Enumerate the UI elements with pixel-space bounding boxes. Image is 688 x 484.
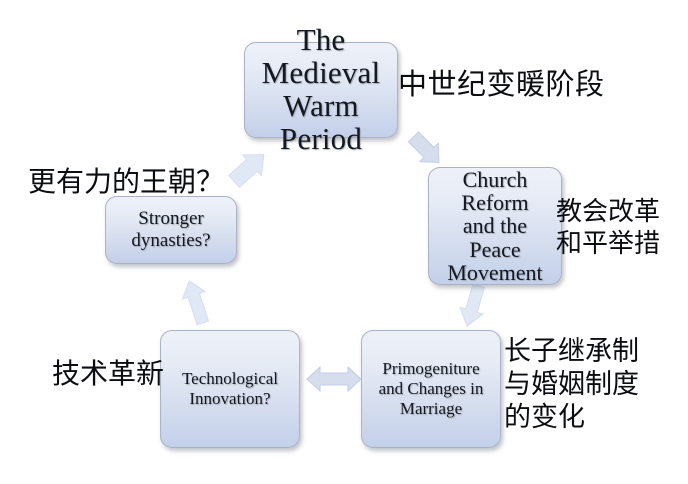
arrow-technological-to-stronger (176, 276, 218, 332)
arrow-top-to-church (389, 131, 459, 194)
arrow-church-to-primogeniture (455, 283, 495, 341)
arrow-primogeniture-to-technological (304, 362, 364, 396)
node-church-reform[interactable]: Church Reform and the Peace Movement (428, 167, 562, 285)
annotation-church-reform-cn: 教会改革 和平举措 (556, 196, 661, 258)
node-primogeniture-label: Primogeniture and Changes in Marriage (378, 358, 484, 419)
node-stronger-dynasties[interactable]: Stronger dynasties? (105, 196, 237, 264)
node-church-reform-label: Church Reform and the Peace Movement (447, 166, 543, 285)
node-primogeniture[interactable]: Primogeniture and Changes in Marriage (361, 330, 501, 448)
arrow-stronger-to-top (223, 140, 281, 198)
node-medieval-warm-period[interactable]: The Medieval Warm Period (244, 23, 398, 155)
annotation-medieval-warm-period-cn: 中世纪变暖阶段 (398, 69, 605, 101)
node-medieval-warm-period-label: The Medieval Warm Period (261, 22, 381, 156)
node-technological-innovation-label: Technological Innovation? (181, 368, 279, 408)
annotation-technological-innovation-cn: 技术革新 (52, 358, 165, 389)
node-stronger-dynasties-label: Stronger dynasties? (131, 207, 211, 251)
node-technological-innovation[interactable]: Technological Innovation? (160, 330, 300, 448)
annotation-stronger-dynasties-cn: 更有力的王朝？ (28, 166, 225, 197)
annotation-primogeniture-cn: 长子继承制 与婚姻制度 的变化 (504, 336, 639, 432)
